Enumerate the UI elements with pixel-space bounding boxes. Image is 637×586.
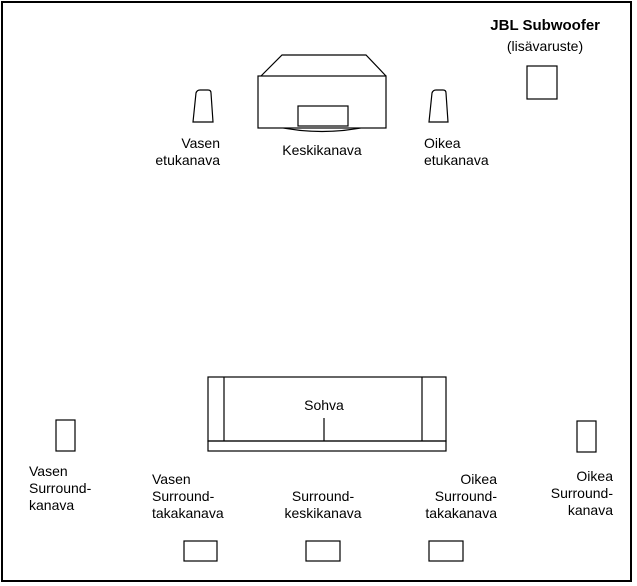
sofa-shape (207, 376, 447, 452)
subwoofer-subtitle: (lisävaruste) (506, 38, 584, 54)
surround-right-label: Oikea Surround- kanava (550, 468, 613, 518)
surround-right-speaker (576, 420, 597, 453)
sofa-label: Sohva (304, 397, 344, 413)
surround-back-center-label: Surround- keskikanava (284, 488, 362, 521)
center-label: Keskikanava (282, 142, 362, 158)
front-left-label: Vasen etukanava (155, 135, 220, 168)
subwoofer-title: JBL Subwoofer (490, 17, 600, 34)
front-right-speaker (428, 89, 449, 123)
surround-back-right-speaker (428, 540, 464, 562)
surround-back-left-speaker (183, 540, 218, 562)
front-left-speaker (192, 89, 214, 123)
subwoofer-box (526, 65, 558, 100)
surround-left-speaker (55, 419, 76, 452)
surround-left-label: Vasen Surround- kanava (29, 463, 92, 513)
surround-back-center-speaker (305, 540, 341, 562)
front-right-label: Oikea etukanava (424, 135, 489, 168)
surround-back-right-label: Oikea Surround- takakanava (425, 471, 497, 521)
surround-back-left-label: Vasen Surround- takakanava (152, 471, 224, 521)
center-speaker (257, 54, 387, 133)
